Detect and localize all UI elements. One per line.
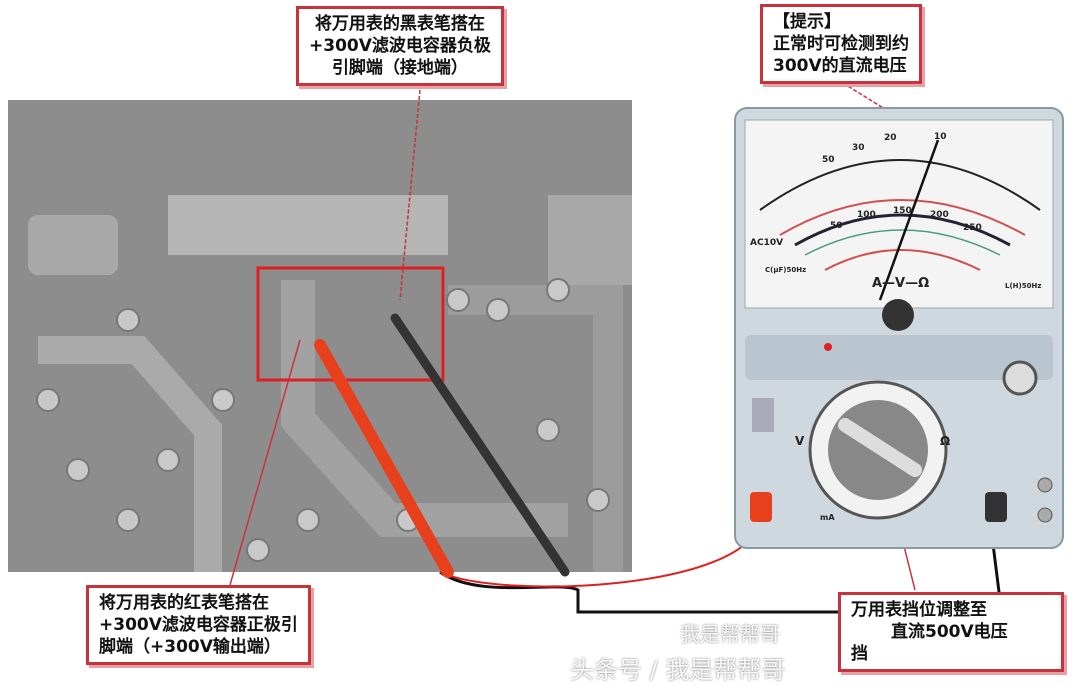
scale-label: A—V—Ω (872, 276, 929, 291)
scale-top-label: 50 (822, 155, 835, 165)
callout-line: 直流500V电压 (891, 622, 1008, 642)
scale-mid-label: 250 (963, 223, 982, 233)
callout-line: 将万用表的红表笔搭在 (99, 593, 269, 613)
scale-mid-label: 100 (857, 210, 876, 220)
multimeter (734, 107, 1064, 549)
pcb-traces (28, 195, 632, 572)
callout-line: 正常时可检测到约 (773, 34, 909, 54)
callout-line: 万用表挡位调整至 (851, 600, 987, 620)
scale-mid-label: 200 (930, 210, 949, 220)
circuit-board-photo (8, 100, 632, 572)
meter-needle (878, 139, 940, 301)
l-label: L(H)50Hz (1005, 282, 1041, 290)
red-probe (314, 339, 454, 578)
callout-range: 万用表挡位调整至 直流500V电压 挡 (838, 592, 1064, 672)
highlight-box (256, 266, 445, 382)
scale-top-label: 30 (852, 143, 865, 153)
callout-line: +300V滤波电容器正极引 (99, 615, 298, 635)
callout-line: 挡 (851, 644, 868, 664)
watermark-line2: 头条号 / 我是帮帮哥 (570, 656, 786, 684)
callout-line: 脚端（+300V输出端） (99, 637, 281, 657)
callout-line: 将万用表的黑表笔搭在 (314, 14, 485, 34)
ac-label: AC10V (750, 238, 783, 248)
red-probe-lead (439, 519, 761, 588)
callout-hint: 【提示】 正常时可检测到约 300V的直流电压 (760, 4, 922, 84)
black-probe-lead (439, 570, 840, 614)
cap-label: C(μF)50Hz (765, 266, 806, 274)
scale-mid-label: 50 (830, 221, 843, 231)
callout-line: 300V的直流电压 (773, 56, 907, 76)
callout-line: 【提示】 (773, 12, 841, 32)
scale-top-label: 10 (934, 132, 947, 142)
dial-ohm-label: Ω (940, 434, 950, 448)
dial-v-label: V (795, 434, 805, 448)
callout-line: +300V滤波电容器负极 (309, 36, 491, 56)
watermark-line1: 我是帮帮哥 (680, 622, 780, 646)
callout-black-probe: 将万用表的黑表笔搭在 +300V滤波电容器负极 引脚端（接地端） (296, 6, 504, 86)
dial-ma-label: mA (820, 513, 835, 522)
scale-top-label: 20 (884, 133, 897, 143)
black-probe (390, 313, 570, 577)
callout-line: 引脚端（接地端） (331, 58, 468, 78)
callout-red-probe: 将万用表的红表笔搭在 +300V滤波电容器正极引 脚端（+300V输出端） (86, 585, 311, 665)
scale-mid-label: 150 (893, 206, 912, 216)
